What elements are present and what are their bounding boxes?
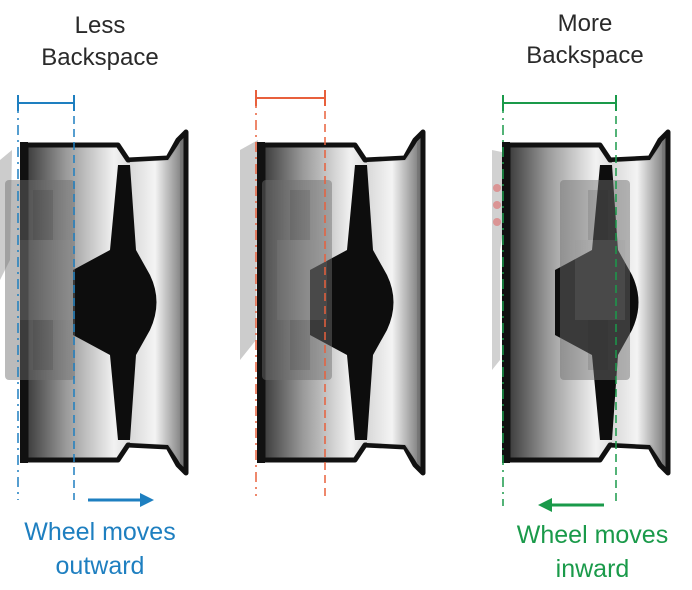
- wheel-less-backspace: [0, 95, 186, 507]
- less-backspace-label: Less Backspace: [20, 10, 180, 74]
- wheel-more-backspace: [492, 95, 668, 512]
- wheel-neutral-backspace: [240, 90, 423, 496]
- inward-caption-line2: inward: [555, 555, 630, 583]
- less-backspace-label-line1: Less: [74, 12, 126, 39]
- more-backspace-label: More Backspace: [500, 8, 670, 72]
- inward-caption-line1: Wheel moves: [516, 521, 669, 549]
- wheel-moves-inward-caption: Wheel moves inward: [505, 518, 680, 586]
- arrow-left-icon: [538, 498, 604, 512]
- arrow-right-icon: [88, 493, 154, 507]
- more-backspace-label-line2: Backspace: [526, 42, 644, 69]
- outward-caption-line2: outward: [55, 552, 145, 580]
- more-backspace-bracket: [502, 95, 617, 111]
- wheel-moves-outward-caption: Wheel moves outward: [10, 515, 190, 583]
- neutral-backspace-bracket: [255, 90, 326, 106]
- outward-caption-line1: Wheel moves: [24, 518, 176, 546]
- less-backspace-label-line2: Backspace: [41, 44, 159, 71]
- more-backspace-label-line1: More: [557, 10, 613, 37]
- less-backspace-bracket: [17, 95, 75, 111]
